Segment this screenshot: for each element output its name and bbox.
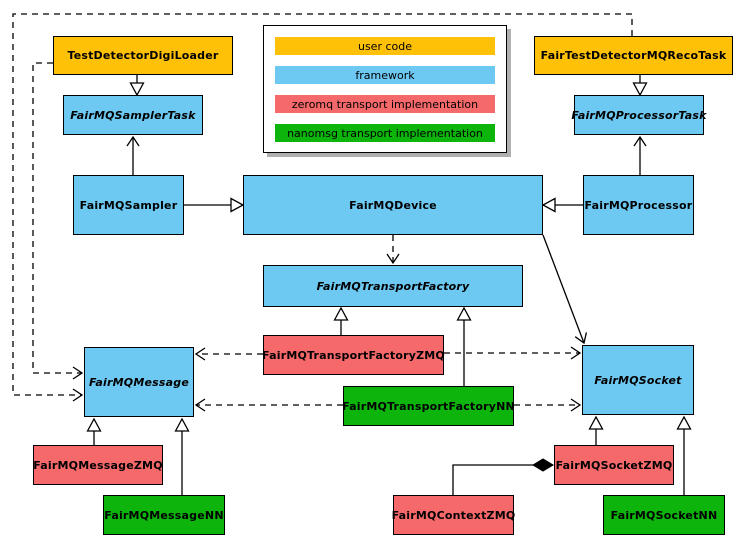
class-box-socketZMQ: FairMQSocketZMQ: [554, 445, 674, 485]
legend-bar-user: user code: [275, 37, 495, 55]
edge-digiLoader-to-message: [32, 62, 84, 380]
class-box-device: FairMQDevice: [243, 175, 543, 235]
edge-contextZMQ-to-socketZMQ: [452, 458, 554, 495]
class-box-socketNN: FairMQSocketNN: [603, 495, 725, 535]
class-box-samplerTask: FairMQSamplerTask: [63, 95, 203, 135]
class-box-recoTask: FairTestDetectorMQRecoTask: [534, 36, 733, 75]
class-box-messageZMQ: FairMQMessageZMQ: [33, 445, 163, 485]
edge-recoTask-to-message: [12, 13, 633, 402]
legend-box: user code framework zeromq transport imple…: [263, 25, 507, 153]
edge-device-to-socket: [542, 234, 588, 345]
class-box-socket: FairMQSocket: [582, 345, 694, 415]
class-box-processor: FairMQProcessor: [583, 175, 694, 235]
legend-bar-zeromq: zeromq transport implementation: [275, 95, 495, 113]
class-box-messageNN: FairMQMessageNN: [103, 495, 225, 535]
class-box-digiLoader: TestDetectorDigiLoader: [53, 36, 233, 75]
legend-bar-nanomsg: nanomsg transport implementation: [275, 124, 495, 142]
class-box-sampler: FairMQSampler: [73, 175, 184, 235]
class-box-factoryNN: FairMQTransportFactoryNN: [342, 386, 515, 426]
legend-bar-framework: framework: [275, 66, 495, 84]
class-box-message: FairMQMessage: [84, 347, 194, 417]
class-box-factory: FairMQTransportFactory: [263, 265, 523, 307]
class-box-factoryZMQ: FairMQTransportFactoryZMQ: [262, 335, 445, 375]
class-box-contextZMQ: FairMQContextZMQ: [392, 495, 515, 535]
class-box-processorTask: FairMQProcessorTask: [571, 95, 706, 135]
